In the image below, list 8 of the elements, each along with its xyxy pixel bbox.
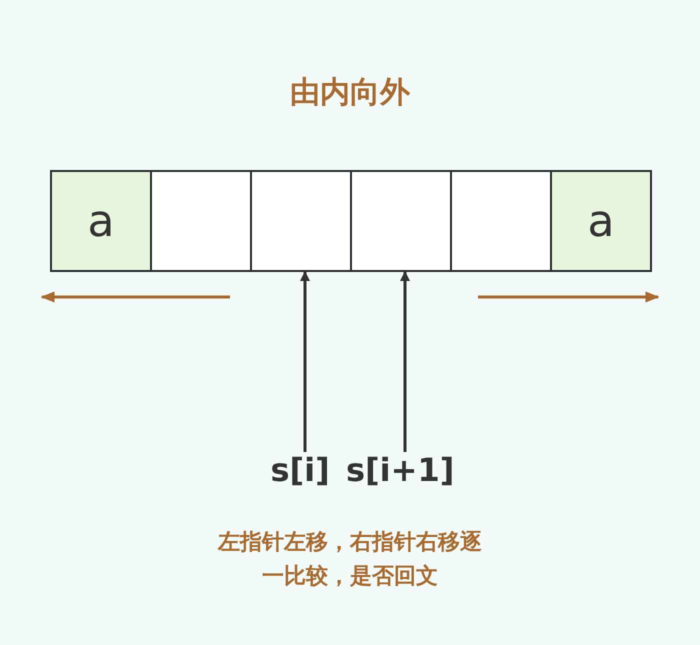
title: 由内向外 xyxy=(289,74,411,112)
pointer-arrow xyxy=(400,271,410,452)
array-cell: a xyxy=(550,170,652,272)
array-cell: a xyxy=(50,170,152,272)
pointer-label: s[i+1] xyxy=(346,450,454,490)
caption: 左指针左移，右指针右移逐一比较，是否回文 xyxy=(216,529,483,591)
pointer-arrow xyxy=(300,271,310,452)
pointer-label: s[i] xyxy=(270,450,330,490)
